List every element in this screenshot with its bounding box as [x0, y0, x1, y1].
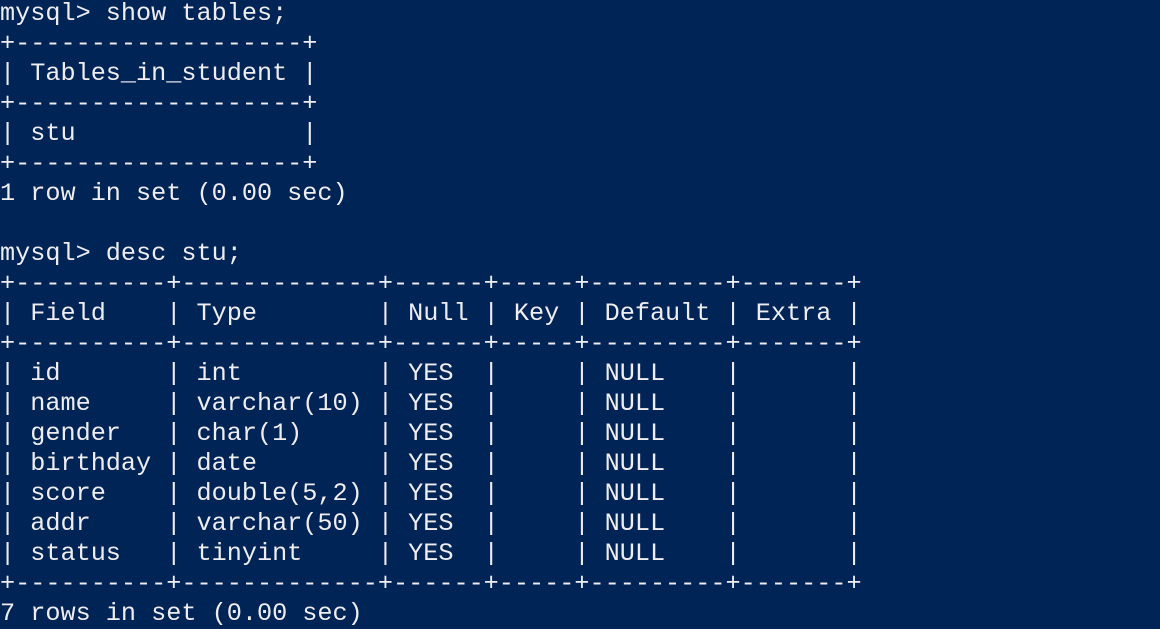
terminal-line: +----------+-------------+------+-----+-… — [0, 329, 862, 358]
terminal-line: | Tables_in_student | — [0, 59, 318, 88]
terminal-line: +-------------------+ — [0, 89, 318, 118]
terminal-line: 7 rows in set (0.00 sec) — [0, 599, 363, 628]
terminal-line: | birthday | date | YES | | NULL | | — [0, 449, 862, 478]
terminal-line: +----------+-------------+------+-----+-… — [0, 269, 862, 298]
terminal-line: mysql> desc stu; — [0, 239, 242, 268]
terminal-line: | addr | varchar(50) | YES | | NULL | | — [0, 509, 862, 538]
terminal-line: +-------------------+ — [0, 29, 318, 58]
terminal-line: 1 row in set (0.00 sec) — [0, 179, 348, 208]
terminal-line — [0, 209, 1160, 239]
terminal-line: | status | tinyint | YES | | NULL | | — [0, 539, 862, 568]
terminal-line: +-------------------+ — [0, 149, 318, 178]
terminal-line: | id | int | YES | | NULL | | — [0, 359, 862, 388]
terminal-line: | stu | — [0, 119, 318, 148]
terminal-line: | name | varchar(10) | YES | | NULL | | — [0, 389, 862, 418]
terminal-line: mysql> show tables; — [0, 0, 288, 28]
terminal-line: +----------+-------------+------+-----+-… — [0, 569, 862, 598]
terminal-line: | score | double(5,2) | YES | | NULL | | — [0, 479, 862, 508]
terminal-line: | gender | char(1) | YES | | NULL | | — [0, 419, 862, 448]
terminal-line: | Field | Type | Null | Key | Default | … — [0, 299, 862, 328]
